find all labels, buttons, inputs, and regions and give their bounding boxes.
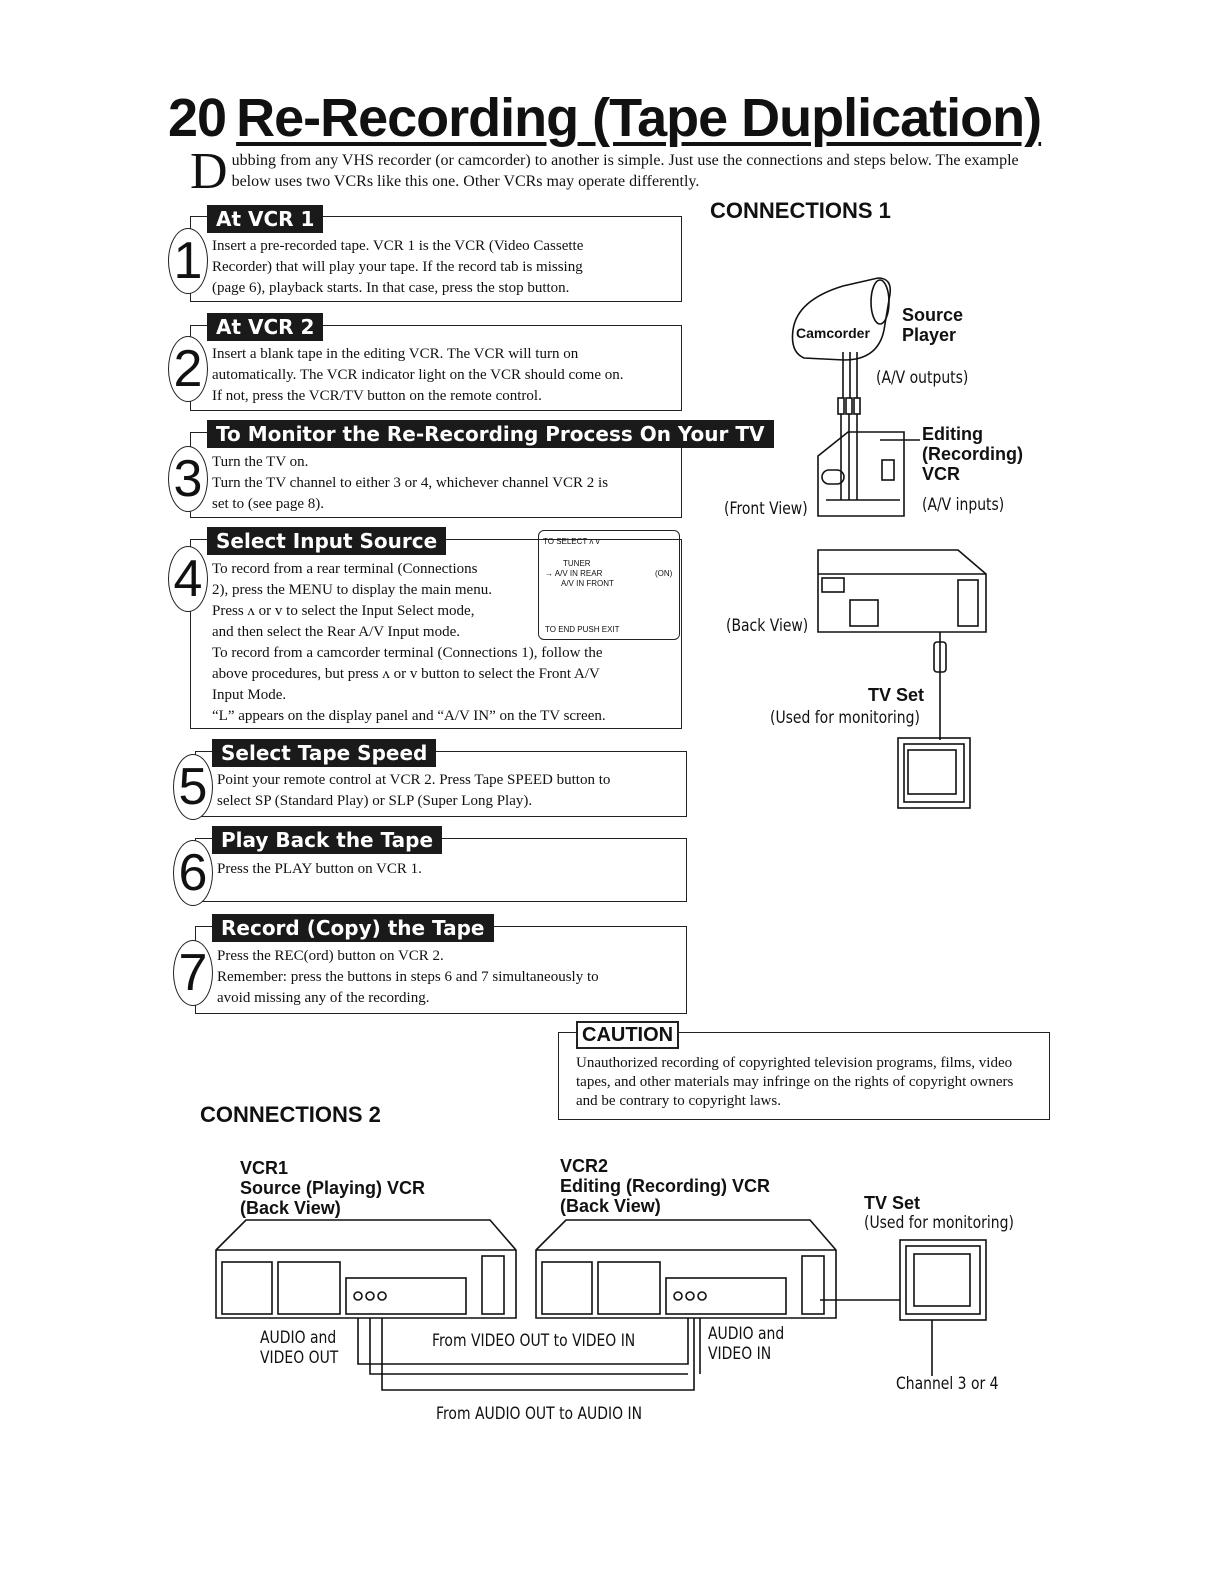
step-1-header: At VCR 1 bbox=[207, 205, 324, 233]
tv-set-label-2: TV Set (Used for monitoring) bbox=[864, 1193, 1014, 1233]
step-7-number: 7 bbox=[173, 940, 213, 1006]
tv-set-label-1: TV Set bbox=[868, 685, 925, 705]
front-vcr-illustration bbox=[817, 431, 920, 517]
intro-dropcap: D bbox=[190, 143, 228, 200]
editing-vcr-label: Editing(Recording)VCR bbox=[922, 424, 1023, 484]
caution-text: Unauthorized recording of copyrighted te… bbox=[576, 1055, 1014, 1109]
step-2-text: Insert a blank tape in the editing VCR. … bbox=[212, 346, 624, 404]
step-1-number: 1 bbox=[168, 228, 208, 294]
vcr2-illustration bbox=[535, 1219, 837, 1319]
vcr1-illustration bbox=[215, 1219, 517, 1319]
step-7-text: Press the REC(ord) button on VCR 2.Remem… bbox=[217, 948, 599, 1006]
step-4-number: 4 bbox=[168, 546, 208, 612]
video-route-label: From VIDEO OUT to VIDEO IN bbox=[432, 1331, 636, 1351]
step-2-number: 2 bbox=[168, 336, 208, 402]
av-outputs-label: (A/V outputs) bbox=[876, 368, 969, 388]
menu-rear: → A/V IN REAR bbox=[545, 569, 603, 578]
step-3-number: 3 bbox=[168, 446, 208, 512]
menu-top: TO SELECT ʌ v bbox=[543, 537, 600, 546]
camcorder-illustration bbox=[791, 277, 892, 500]
step-1-text: Insert a pre-recorded tape. VCR 1 is the… bbox=[212, 238, 584, 296]
caution-tag: CAUTION bbox=[576, 1021, 680, 1049]
tv-set-illustration-2 bbox=[899, 1239, 987, 1321]
camcorder-label: Camcorder bbox=[796, 325, 870, 341]
audio-route-label: From AUDIO OUT to AUDIO IN bbox=[436, 1404, 643, 1424]
av-inputs-label: (A/V inputs) bbox=[922, 495, 1005, 515]
menu-tuner: TUNER bbox=[563, 559, 591, 568]
menu-front: A/V IN FRONT bbox=[561, 579, 614, 588]
connections-2-title: CONNECTIONS 2 bbox=[200, 1102, 381, 1127]
channel-label: Channel 3 or 4 bbox=[896, 1374, 999, 1394]
back-vcr-illustration bbox=[817, 549, 987, 740]
step-4-header: Select Input Source bbox=[207, 527, 447, 555]
step-5-number: 5 bbox=[173, 754, 213, 820]
front-view-label: (Front View) bbox=[724, 499, 808, 519]
step-5-text: Point your remote control at VCR 2. Pres… bbox=[217, 772, 611, 809]
intro-text: ubbing from any VHS recorder (or camcord… bbox=[231, 152, 1019, 190]
menu-on: (ON) bbox=[655, 569, 673, 578]
step-6-number: 6 bbox=[173, 840, 213, 906]
step-3-text: Turn the TV on.Turn the TV channel to ei… bbox=[212, 454, 609, 512]
connections-1-title: CONNECTIONS 1 bbox=[710, 198, 891, 223]
cable-routes bbox=[357, 1299, 933, 1391]
title-text: Re-Recording (Tape Duplication) bbox=[236, 88, 1042, 148]
step-3-header: To Monitor the Re-Recording Process On Y… bbox=[207, 420, 774, 448]
step-5-header: Select Tape Speed bbox=[212, 739, 437, 767]
menu-bottom: TO END PUSH EXIT bbox=[545, 625, 620, 634]
step-7-header: Record (Copy) the Tape bbox=[212, 914, 494, 942]
step-6-header: Play Back the Tape bbox=[212, 826, 443, 854]
caution-box bbox=[558, 1032, 1050, 1120]
back-view-label: (Back View) bbox=[726, 616, 809, 636]
step-4-text: To record from a rear terminal (Connecti… bbox=[212, 561, 606, 724]
step-6-text: Press the PLAY button on VCR 1. bbox=[217, 861, 422, 877]
input-select-menu: TO SELECT ʌ v TUNER → A/V IN REAR (ON) A… bbox=[538, 530, 680, 640]
tv-set-illustration-1 bbox=[897, 737, 971, 809]
page-number: 20 bbox=[168, 88, 227, 148]
monitoring-label-1: (Used for monitoring) bbox=[770, 708, 920, 728]
step-2-header: At VCR 2 bbox=[207, 313, 324, 341]
